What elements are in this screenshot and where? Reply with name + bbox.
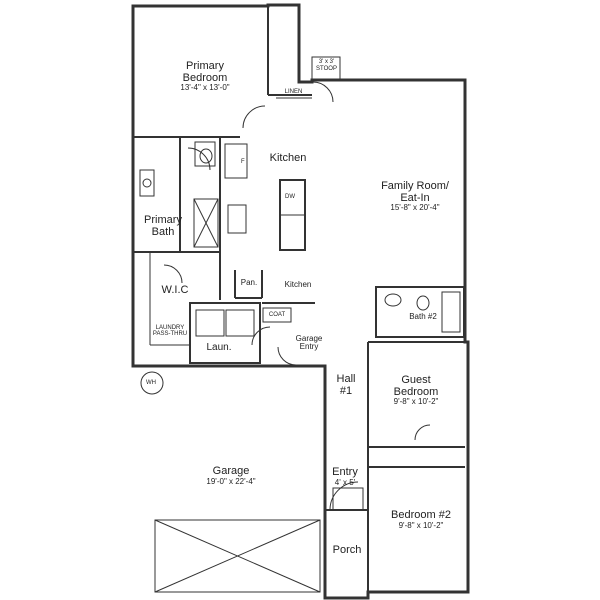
room-bedroom2: Bedroom #2 9'-8" x 10'-2" — [391, 509, 451, 530]
room-garage: Garage 19'-0" x 22'-4" — [206, 465, 256, 486]
room-laundry: Laun. — [206, 342, 232, 353]
room-dims: 19'-0" x 22'-4" — [206, 476, 256, 486]
room-dims: 9'-8" x 10'-2" — [393, 397, 439, 407]
room-pantry: Pan. — [240, 278, 258, 287]
water-heater-label: WH — [146, 380, 156, 386]
room-kitchen-mid: Kitchen — [284, 280, 312, 289]
room-dims: 13'-4" x 13'-0" — [180, 83, 230, 93]
room-laundry-pass: LAUNDRY PASS-THRU — [152, 325, 188, 338]
room-dims: 9'-8" x 10'-2" — [398, 520, 444, 530]
room-family-room: Family Room/ Eat-In 15'-8" x 20'-4" — [381, 180, 449, 213]
room-garage-entry: Garage Entry — [295, 334, 323, 352]
linen-label: LINEN — [284, 89, 303, 95]
fridge-label: F — [241, 159, 245, 165]
room-primary-bath: Primary Bath — [144, 214, 182, 238]
room-wic: W.I.C — [161, 284, 189, 296]
stoop-label: 3' x 3' STOOP — [316, 59, 337, 72]
room-name: Entry — [332, 466, 358, 478]
room-guest-bedroom: Guest Bedroom 9'-8" x 10'-2" — [393, 374, 439, 407]
room-coat: COAT — [268, 312, 286, 318]
room-name: Family Room/ Eat-In — [381, 180, 449, 204]
room-entry: Entry 4' x 5' — [332, 466, 358, 487]
room-kitchen-top: Kitchen — [269, 152, 307, 164]
room-hall: Hall #1 — [336, 373, 356, 397]
room-name: Bedroom #2 — [391, 509, 451, 521]
exterior-wall — [131, 3, 470, 600]
room-dims: 15'-8" x 20'-4" — [390, 203, 440, 213]
room-primary-bedroom: Primary Bedroom 13'-4" x 13'-0" — [180, 60, 230, 93]
room-porch: Porch — [332, 544, 362, 556]
room-bath2: Bath #2 — [409, 312, 437, 321]
room-dims: 4' x 5' — [334, 477, 356, 487]
room-name: Guest Bedroom — [393, 374, 439, 398]
room-name: Primary Bedroom — [182, 60, 228, 84]
dishwasher-label: DW — [285, 194, 295, 200]
room-name: Garage — [212, 465, 250, 477]
